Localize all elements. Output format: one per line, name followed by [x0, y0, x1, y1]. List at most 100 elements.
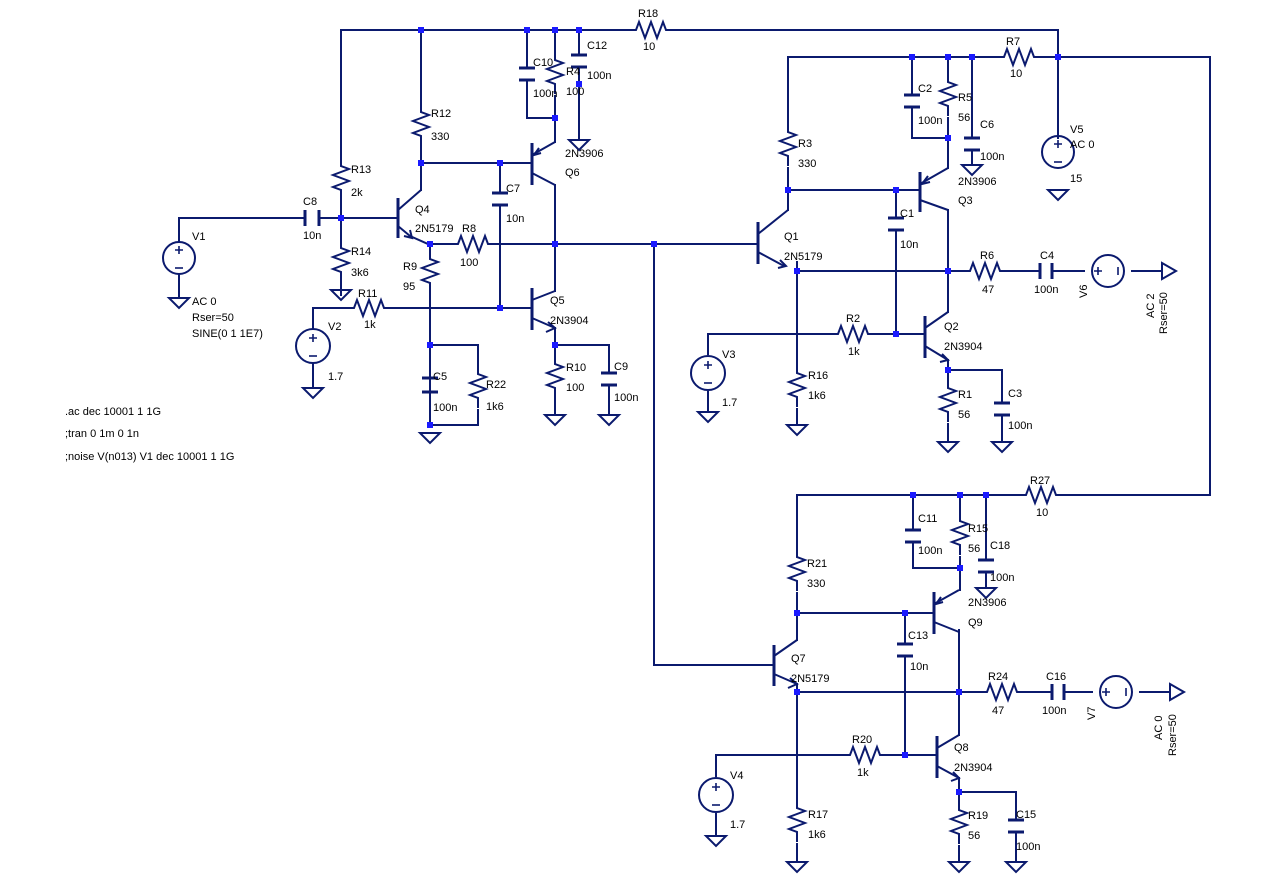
capacitor-C8	[303, 210, 321, 226]
ground-icon	[1161, 261, 1179, 281]
ground-icon	[948, 861, 970, 873]
value-C5: 100n	[433, 402, 457, 414]
label-R1: R1	[958, 389, 972, 401]
source-V4	[698, 777, 734, 813]
label-Q8: Q8	[954, 742, 969, 754]
label-C11: C11	[918, 513, 937, 525]
label-C12: C12	[587, 40, 607, 52]
resistor-R24	[983, 681, 1020, 703]
capacitor-C12	[571, 53, 587, 69]
value-R3: 330	[798, 158, 816, 170]
capacitor-C15	[1008, 818, 1024, 834]
source-V3	[690, 355, 726, 391]
resistor-R19	[948, 804, 970, 844]
value-R14: 3k6	[351, 267, 369, 279]
value-V2: 1.7	[328, 371, 343, 383]
model-Q9: 2N3906	[968, 597, 1007, 609]
transistor-Q6	[530, 141, 556, 186]
label-V7: V7	[1086, 707, 1098, 720]
value-R1: 56	[958, 409, 970, 421]
value-R8: 100	[460, 257, 478, 269]
V7-line-2: Rser=50	[1167, 714, 1179, 756]
resistor-R2	[834, 323, 874, 345]
ground-symbols	[168, 139, 1187, 873]
V1-line-1: AC 0	[192, 296, 216, 308]
label-Q6: Q6	[565, 167, 580, 179]
capacitor-C5	[422, 376, 438, 394]
source-V5	[1041, 135, 1075, 169]
ground-icon	[1005, 861, 1027, 873]
value-C11: 100n	[918, 545, 942, 557]
value-R21: 330	[807, 578, 825, 590]
model-Q1: 2N5179	[784, 251, 823, 263]
label-Q5: Q5	[550, 295, 565, 307]
resistor-R17	[786, 804, 808, 842]
value-R10: 100	[566, 382, 584, 394]
label-C9: C9	[614, 361, 628, 373]
value-C3: 100n	[1008, 420, 1032, 432]
value-R17: 1k6	[808, 829, 826, 841]
resistor-R21	[786, 553, 808, 591]
resistor-R9	[419, 255, 441, 293]
label-Q1: Q1	[784, 231, 799, 243]
label-C16: C16	[1046, 671, 1066, 683]
component-labels: R12 330 R13 2k R14 3k6 R9 95 R8 100 R11 …	[192, 8, 1179, 853]
label-R4: R4	[566, 66, 580, 78]
ground-icon	[705, 835, 727, 847]
ground-icon	[1169, 682, 1187, 702]
V7-line-1: AC 0	[1153, 716, 1165, 740]
value-C7: 10n	[506, 213, 524, 225]
label-R18: R18	[638, 8, 658, 20]
capacitor-C13	[897, 642, 913, 658]
value-R6: 47	[982, 284, 994, 296]
value-C1: 10n	[900, 239, 918, 251]
label-V1: V1	[192, 231, 205, 243]
value-C12: 100n	[587, 70, 611, 82]
value-R22: 1k6	[486, 401, 504, 413]
value-R11: 1k	[364, 319, 376, 331]
resistor-R12	[410, 106, 432, 146]
label-R19: R19	[968, 810, 988, 822]
label-R16: R16	[808, 370, 828, 382]
transistor-Q9	[932, 589, 960, 634]
ground-icon	[697, 411, 719, 423]
label-R11: R11	[358, 288, 377, 300]
label-C7: C7	[506, 183, 520, 195]
resistor-R20	[846, 744, 884, 766]
label-V3: V3	[722, 349, 735, 361]
capacitor-C18	[978, 558, 994, 574]
directive-noise: ;noise V(n013) V1 dec 10001 1 1G	[65, 451, 234, 463]
value-R18: 10	[643, 41, 655, 53]
V1-line-2: Rser=50	[192, 312, 234, 324]
ground-icon	[786, 861, 808, 873]
resistor-R15	[949, 517, 971, 555]
label-R14: R14	[351, 246, 371, 258]
model-Q6: 2N3906	[565, 148, 604, 160]
value-R5: 56	[958, 112, 970, 124]
directive-ac: .ac dec 10001 1 1G	[65, 406, 161, 418]
value-V3: 1.7	[722, 397, 737, 409]
capacitor-C11	[905, 528, 921, 544]
model-Q3: 2N3906	[958, 176, 997, 188]
resistor-R8	[454, 233, 490, 255]
label-C15: C15	[1016, 809, 1036, 821]
source-symbols	[162, 135, 1133, 813]
resistor-R3	[777, 128, 799, 166]
resistor-R10	[544, 360, 566, 398]
label-R22: R22	[486, 379, 506, 391]
label-C18: C18	[990, 540, 1010, 552]
junction-dots	[338, 27, 1061, 795]
value-R7: 10	[1010, 68, 1022, 80]
label-R12: R12	[431, 108, 451, 120]
label-V2: V2	[328, 321, 341, 333]
transistor-Q5	[530, 288, 557, 333]
resistor-R1	[937, 384, 959, 422]
value-C13: 10n	[910, 661, 928, 673]
value-R2: 1k	[848, 346, 860, 358]
V5-line-2: 15	[1070, 173, 1082, 185]
resistor-R5	[937, 78, 959, 116]
capacitor-C3	[994, 401, 1010, 417]
label-C3: C3	[1008, 388, 1022, 400]
capacitor-C9	[601, 371, 617, 387]
label-C8: C8	[303, 196, 317, 208]
